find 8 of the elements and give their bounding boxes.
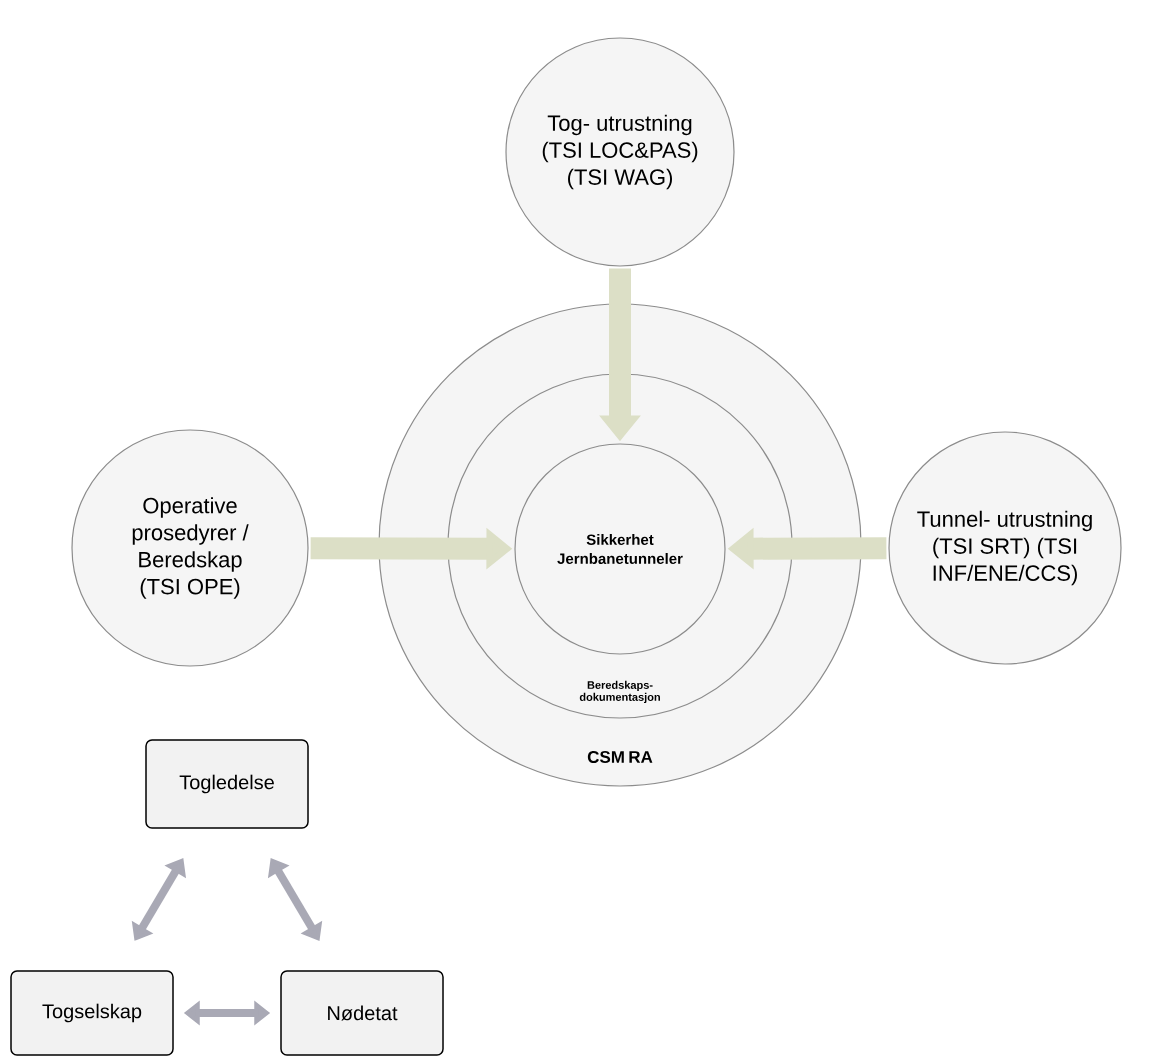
process-box: Togselskap <box>10 970 174 1056</box>
circle-node: Tog- utrustning (TSI LOC&PAS) (TSI WAG) <box>505 37 735 267</box>
process-box: Nødetat <box>280 970 444 1056</box>
circle-node: Tunnel- utrustning (TSI SRT) (TSI INF/ENE/CCS) <box>888 431 1122 665</box>
arrow <box>267 858 323 941</box>
process-box: Togledelse <box>145 739 309 829</box>
circle-node: Sikkerhet Jernbanetunneler <box>514 443 726 655</box>
circle-node: Operative prosedyrer / Beredskap (TSI OPE) <box>71 429 309 667</box>
